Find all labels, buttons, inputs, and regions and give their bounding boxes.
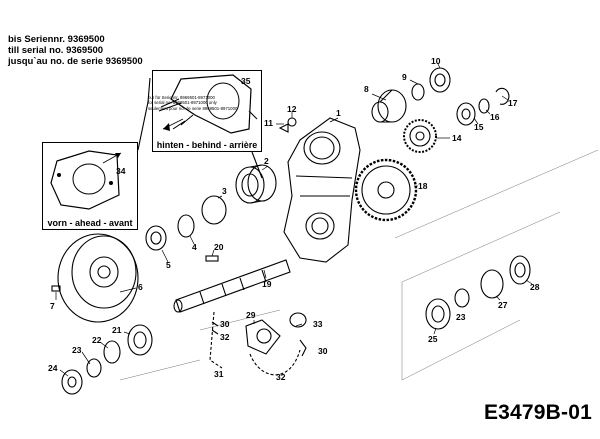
bracket-ahead-drawing xyxy=(50,150,122,210)
callout-31: 31 xyxy=(214,369,224,379)
callout-16: 16 xyxy=(490,112,500,122)
serial-note-en: for serial no. 8969501-8971000 only xyxy=(148,100,217,106)
callout-35: 35 xyxy=(241,76,251,86)
callout-3: 3 xyxy=(222,186,227,196)
ring-23-right xyxy=(454,288,470,308)
inset-box-behind: hinten - behind - arrière xyxy=(152,70,262,152)
bearing-10 xyxy=(429,67,451,93)
washer-28 xyxy=(509,255,531,285)
header-line-fr: jusqu`au no. de serie 9369500 xyxy=(8,56,143,67)
perspective-guides xyxy=(119,149,599,381)
bearing-25 xyxy=(425,298,451,330)
nut-12 xyxy=(287,117,297,127)
serial-note: nur für Seriennr. 8969501-8971000 for se… xyxy=(148,95,248,111)
callout-9: 9 xyxy=(402,72,407,82)
bearing-21 xyxy=(127,324,153,356)
washer-9 xyxy=(411,83,425,101)
callout-30-a: 30 xyxy=(220,319,230,329)
callout-29: 29 xyxy=(246,310,256,320)
circlip-3 xyxy=(201,195,227,225)
callout-20: 20 xyxy=(214,242,224,252)
callout-25: 25 xyxy=(428,334,438,344)
spacer-5 xyxy=(145,225,167,251)
caption-ahead: vorn - ahead - avant xyxy=(47,218,133,228)
callout-17: 17 xyxy=(508,98,518,108)
callout-4: 4 xyxy=(192,242,197,252)
callout-19: 19 xyxy=(262,279,272,289)
circlip-17 xyxy=(495,87,510,105)
washer-16 xyxy=(478,98,490,114)
ring-23-left xyxy=(86,358,102,378)
wire-31 xyxy=(209,311,223,369)
drive-shaft-19 xyxy=(175,259,291,313)
callout-21: 21 xyxy=(112,325,122,335)
callout-6: 6 xyxy=(138,282,143,292)
callout-23-right: 23 xyxy=(456,312,466,322)
gear-14 xyxy=(403,119,437,153)
callout-33: 33 xyxy=(313,319,323,329)
bearing-2 xyxy=(235,166,265,204)
gear-18 xyxy=(354,158,418,222)
callout-10: 10 xyxy=(431,56,441,66)
callout-27: 27 xyxy=(498,300,508,310)
callout-numbers: 1 2 3 4 5 6 7 8 9 10 11 12 14 15 16 17 1… xyxy=(48,56,540,382)
callout-5: 5 xyxy=(166,260,171,270)
washer-24 xyxy=(61,369,83,395)
callout-30-b: 30 xyxy=(318,346,328,356)
bearing-15 xyxy=(456,102,476,126)
circlip-27 xyxy=(480,269,504,299)
bolt-11 xyxy=(278,123,289,133)
callout-32-a: 32 xyxy=(220,332,230,342)
callout-18: 18 xyxy=(418,181,428,191)
gearbox-housing xyxy=(283,117,361,263)
note-leader xyxy=(137,101,149,151)
serial-note-fr: seulement pour no. de serie 8969501-8971… xyxy=(148,105,238,111)
callout-15: 15 xyxy=(474,122,484,132)
key-7 xyxy=(51,285,61,292)
caption-behind: hinten - behind - arrière xyxy=(156,140,258,150)
serial-note-de: nur für Seriennr. 8969501-8971000 xyxy=(148,95,215,100)
callout-7: 7 xyxy=(50,301,55,311)
callout-24: 24 xyxy=(48,363,58,373)
callout-34: 34 xyxy=(116,166,126,176)
callout-22: 22 xyxy=(92,335,102,345)
callout-12: 12 xyxy=(287,104,297,114)
bracket-behind-drawing xyxy=(158,74,258,134)
ring-22 xyxy=(103,340,121,364)
callout-32-b: 32 xyxy=(276,372,286,382)
header-line-de: bis Seriennr. 9369500 xyxy=(8,34,105,45)
hub-8 xyxy=(377,89,407,123)
diagram-code: E3479B-01 xyxy=(483,401,592,424)
pulley-6 xyxy=(57,233,139,323)
callout-11: 11 xyxy=(264,118,273,128)
callout-14: 14 xyxy=(452,133,462,143)
callout-8: 8 xyxy=(364,84,369,94)
bushing-33 xyxy=(289,312,307,328)
washer-4 xyxy=(177,214,195,238)
header-line-en: till serial no. 9369500 xyxy=(8,45,104,56)
callout-2: 2 xyxy=(264,156,269,166)
inset-box-ahead: vorn - ahead - avant xyxy=(42,142,138,230)
wire-32 xyxy=(249,349,301,376)
callout-23-left: 23 xyxy=(72,345,82,355)
key-20 xyxy=(205,255,219,262)
callout-28: 28 xyxy=(530,282,540,292)
callout-1: 1 xyxy=(336,108,341,118)
bracket-29 xyxy=(245,319,281,355)
